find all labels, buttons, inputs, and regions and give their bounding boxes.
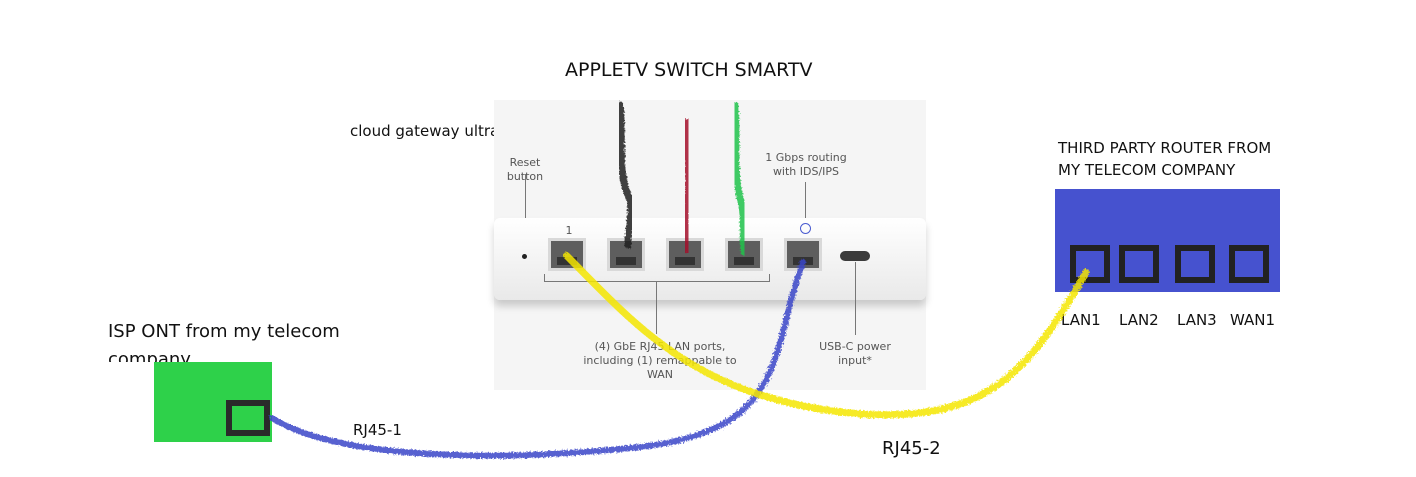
router-port-wan1 [1229, 245, 1269, 283]
rj45-2-cable [563, 252, 1090, 419]
ont-port [226, 400, 270, 436]
appletv-cable [616, 101, 635, 249]
router-port-lan2 [1119, 245, 1159, 283]
usbc-power-port [840, 251, 870, 261]
wan-globe-icon [800, 223, 811, 234]
router-port-label-lan1: LAN1 [1061, 311, 1101, 329]
router-port-label-wan1: WAN1 [1230, 311, 1276, 329]
ont-device [154, 362, 272, 442]
gateway-name-label: cloud gateway ultra [350, 122, 500, 140]
router-label: THIRD PARTY ROUTER FROM MY TELECOM COMPA… [1058, 139, 1272, 179]
rj45-1-label: RJ45-1 [353, 421, 402, 439]
rj45-1-cable [269, 259, 806, 459]
router-port-label-lan2: LAN2 [1119, 311, 1159, 329]
router-port-label-lan3: LAN3 [1177, 311, 1217, 329]
lan-callout-line [656, 281, 657, 334]
power-callout-line [855, 262, 856, 335]
wan-routing-label: 1 Gbps routing with IDS/IPS [765, 151, 847, 178]
port1-number: 1 [565, 224, 573, 237]
gateway-lan-port-4 [725, 238, 763, 271]
gateway-device-image: Reset button 1 Gbps routing with IDS/IPS… [494, 100, 926, 390]
reset-button-label: Reset button [507, 156, 543, 183]
rj45-2-label: RJ45-2 [882, 438, 941, 459]
smarttv-cable [731, 101, 748, 256]
diagram-title: APPLETV SWITCH SMARTV [565, 59, 813, 81]
reset-button [522, 254, 527, 259]
wan-callout-line [805, 182, 806, 222]
router-device [1055, 189, 1280, 292]
router-port-lan3 [1175, 245, 1215, 283]
ont-label: ISP ONT from my telecom company [108, 321, 340, 362]
router-port-lan1 [1070, 245, 1110, 283]
power-input-label: USB-C power input* [819, 340, 891, 367]
switch-cable [681, 118, 692, 254]
gateway-lan-port-3 [666, 238, 704, 271]
lan-bracket [544, 274, 770, 282]
reset-callout-line [525, 174, 526, 252]
